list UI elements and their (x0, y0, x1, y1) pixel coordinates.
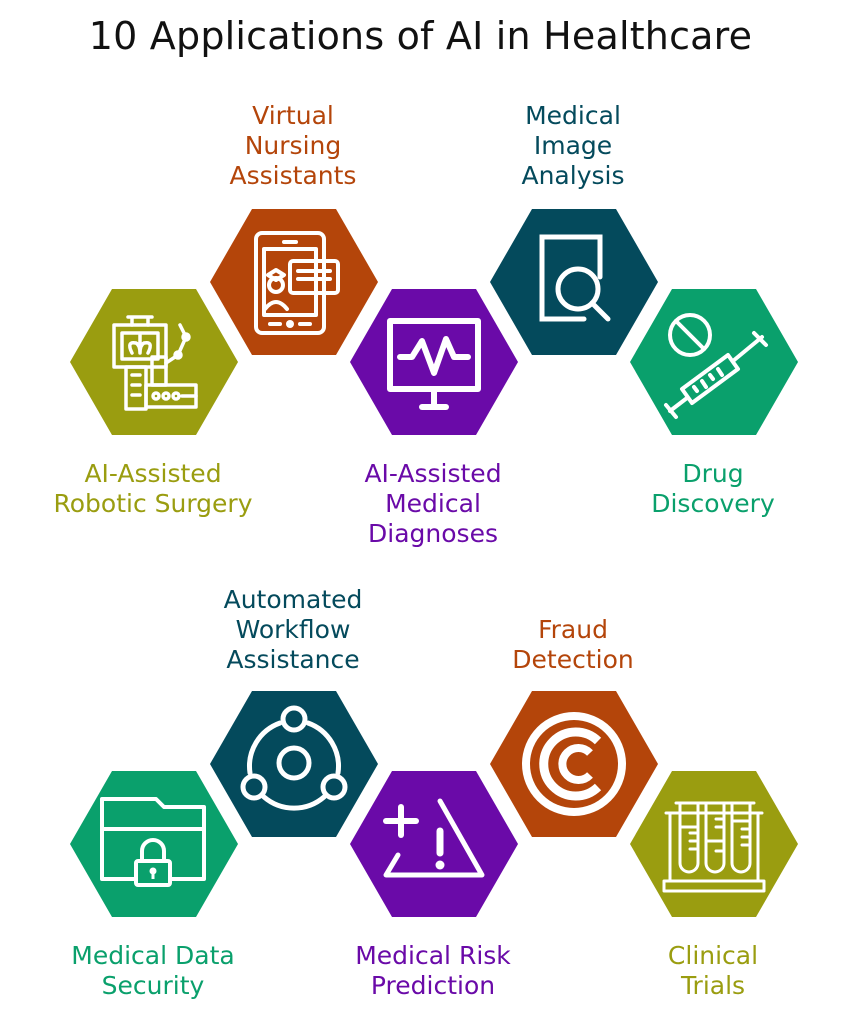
hex-workflow-assistance (210, 691, 378, 837)
folder-lock-icon (70, 771, 238, 917)
hex-robotic-surgery (70, 289, 238, 435)
label-image-analysis: Medical Image Analysis (521, 101, 625, 190)
hex-drug-discovery (630, 289, 798, 435)
label-data-security: Medical Data Security (71, 941, 235, 1000)
hex-data-security (70, 771, 238, 917)
label-medical-diagnoses: AI-Assisted Medical Diagnoses (364, 459, 502, 548)
heart-monitor-icon (350, 289, 518, 435)
page-title: 10 Applications of AI in Healthcare (88, 14, 753, 58)
document-magnifier-icon (490, 209, 658, 355)
label-fraud-detection: Fraud Detection (512, 615, 634, 674)
copyright-circle-icon (490, 691, 658, 837)
label-virtual-nursing: Virtual Nursing Assistants (229, 101, 357, 190)
label-drug-discovery: Drug Discovery (651, 459, 775, 518)
warning-plus-icon (350, 771, 518, 917)
pill-syringe-icon (630, 289, 798, 435)
hex-image-analysis (490, 209, 658, 355)
network-cycle-icon (210, 691, 378, 837)
tablet-nurse-chat-icon (210, 209, 378, 355)
hex-fraud-detection (490, 691, 658, 837)
label-clinical-trials: Clinical Trials (667, 941, 759, 1000)
test-tubes-icon (630, 771, 798, 917)
robot-xray-arm-icon (70, 289, 238, 435)
label-robotic-surgery: AI-Assisted Robotic Surgery (53, 459, 253, 518)
hex-virtual-nursing (210, 209, 378, 355)
hex-medical-diagnoses (350, 289, 518, 435)
hex-risk-prediction (350, 771, 518, 917)
hex-clinical-trials (630, 771, 798, 917)
label-risk-prediction: Medical Risk Prediction (355, 941, 511, 1000)
label-workflow-assistance: Automated Workflow Assistance (223, 585, 363, 674)
